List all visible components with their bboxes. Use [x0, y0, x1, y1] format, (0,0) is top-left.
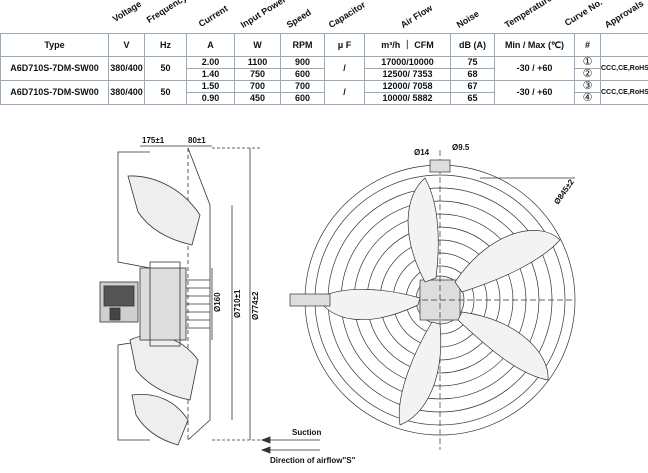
cell-voltage: 380/400: [108, 80, 145, 105]
cell-speed: 600: [280, 68, 325, 81]
cell-type: A6D710S-7DM-SW00: [0, 56, 109, 81]
header-frequency: Frequency: [144, 0, 189, 25]
table-row: A6D710S-7DM-SW00 380/400 50 2.00 1100 90…: [0, 56, 648, 81]
col-type: Type: [0, 33, 109, 57]
cell-speed: 900: [280, 56, 325, 69]
col-db: dB (A): [450, 33, 495, 57]
header-current: Current: [196, 3, 230, 30]
col-w: W: [234, 33, 281, 57]
cell-power: 1100: [234, 56, 281, 69]
cell-approvals: CCC,CE,RoHS: [600, 80, 648, 105]
cell-freq: 50: [144, 56, 187, 81]
cell-current: 1.50: [186, 80, 235, 93]
col-approvals: [600, 33, 648, 57]
cell-current: 2.00: [186, 56, 235, 69]
suction-label: Suction: [292, 428, 321, 437]
cell-speed: 700: [280, 80, 325, 93]
col-curve: #: [574, 33, 601, 57]
cell-cap: /: [324, 56, 365, 81]
cell-type: A6D710S-7DM-SW00: [0, 80, 109, 105]
table-header-row: Type V Hz A W RPM μ F m³/h ｜ CFM dB (A) …: [0, 33, 648, 57]
cell-power: 450: [234, 92, 281, 105]
cell-airflow: 12000/ 7058: [364, 80, 451, 93]
cell-curve: ②: [574, 68, 601, 81]
airflow-direction-label: Direction of airflow"S": [270, 456, 356, 465]
dim-dia-hub: Ø160: [213, 292, 222, 312]
col-airflow: m³/h ｜ CFM: [364, 33, 451, 57]
cell-cap: /: [324, 80, 365, 105]
airflow-arrows: [260, 436, 320, 454]
header-voltage: Voltage: [110, 0, 144, 24]
col-uf: μ F: [324, 33, 365, 57]
cell-temp: -30 / +60: [494, 80, 575, 105]
cell-freq: 50: [144, 80, 187, 105]
cell-noise: 75: [450, 56, 495, 69]
header-noise: Noise: [454, 8, 481, 30]
table-row: A6D710S-7DM-SW00 380/400 50 1.50 700 700…: [0, 80, 648, 105]
header-curve-no: Curve No.: [562, 0, 605, 29]
dim-dia-outer: Ø774±2: [251, 291, 260, 320]
cell-power: 750: [234, 68, 281, 81]
cell-voltage: 380/400: [108, 56, 145, 81]
cell-approvals: CCC,CE,RoHS: [600, 56, 648, 81]
col-hz: Hz: [144, 33, 187, 57]
dim-80: 80±1: [188, 136, 206, 145]
cell-speed: 600: [280, 92, 325, 105]
table-row: 0.90 450 600 10000/ 5882 65 ④: [1, 92, 648, 105]
col-a: A: [186, 33, 235, 57]
cell-airflow: 17000/10000: [364, 56, 451, 69]
cell-airflow: 10000/ 5882: [364, 92, 451, 105]
cell-noise: 67: [450, 80, 495, 93]
cell-current: 0.90: [186, 92, 235, 105]
spec-table: Type V Hz A W RPM μ F m³/h ｜ CFM dB (A) …: [0, 33, 648, 105]
cell-temp: -30 / +60: [494, 56, 575, 81]
header-capacitor: Capacitor: [326, 0, 368, 30]
col-temp: Min / Max (℃): [494, 33, 575, 57]
cell-power: 700: [234, 80, 281, 93]
front-view: [289, 150, 576, 450]
header-speed: Speed: [284, 7, 313, 30]
cell-current: 1.40: [186, 68, 235, 81]
header-approvals: Approvals: [602, 0, 646, 30]
dim-dia-ring: Ø710±1: [233, 289, 242, 318]
col-v: V: [108, 33, 145, 57]
cell-curve: ①: [574, 56, 601, 69]
dim-dia-14: Ø14: [414, 148, 430, 157]
side-view: [99, 145, 262, 446]
cell-noise: 65: [450, 92, 495, 105]
col-rpm: RPM: [280, 33, 325, 57]
cell-airflow: 12500/ 7353: [364, 68, 451, 81]
header-input-power: Input Power: [238, 0, 288, 31]
cell-noise: 68: [450, 68, 495, 81]
cell-curve: ④: [574, 92, 601, 105]
dim-dia-9-5: Ø9.5: [452, 143, 470, 152]
cell-curve: ③: [574, 80, 601, 93]
table-row: 1.40 750 600 12500/ 7353 68 ②: [1, 68, 648, 81]
dim-175: 175±1: [142, 136, 165, 145]
header-air-flow: Air Flow: [398, 2, 435, 30]
header-temperature: Temperature: [502, 0, 554, 31]
dim-dia-845: Ø845±2: [552, 177, 576, 206]
